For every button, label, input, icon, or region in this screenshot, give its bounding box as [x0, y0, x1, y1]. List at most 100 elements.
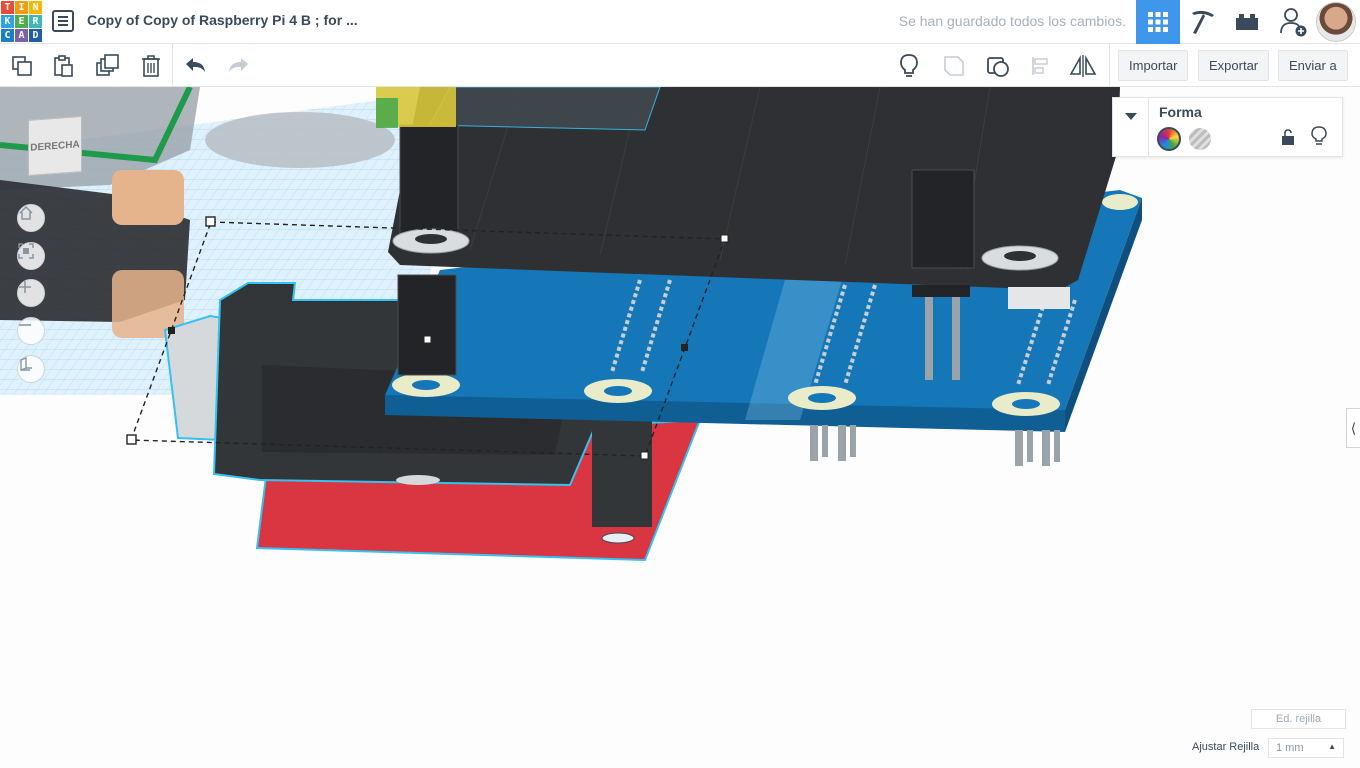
grey-cylinder	[205, 112, 395, 168]
logo-letter: E	[15, 15, 28, 28]
lightbulb-icon	[1311, 126, 1327, 145]
trash-icon	[142, 55, 160, 77]
brick-icon	[1236, 14, 1258, 30]
mirror-button[interactable]	[1069, 52, 1097, 80]
mount-hole	[396, 475, 440, 485]
post	[911, 169, 975, 269]
standoff	[112, 170, 184, 225]
center-handle[interactable]	[168, 327, 175, 334]
edit-grid-button[interactable]: Ed. rejilla	[1251, 709, 1346, 729]
redo-button[interactable]	[224, 52, 252, 80]
logo-letter: K	[1, 15, 14, 28]
send-to-button[interactable]: Enviar a	[1278, 50, 1348, 81]
export-button[interactable]: Exportar	[1198, 50, 1270, 81]
caret-up-icon: ▲	[1328, 742, 1336, 751]
scene-3d[interactable]	[0, 87, 1360, 768]
standoff	[112, 270, 184, 338]
mount-hole	[601, 532, 635, 544]
paste-icon	[54, 55, 73, 77]
post-base	[912, 285, 970, 297]
home-view-button[interactable]	[17, 204, 45, 232]
copy-button[interactable]	[8, 52, 36, 80]
tinkercad-logo[interactable]: T I N K E R C A D	[0, 0, 42, 42]
plus-icon	[19, 281, 31, 293]
white-block	[1008, 287, 1070, 309]
chevron-left-icon: ⟨	[1350, 419, 1357, 436]
logo-letter: C	[1, 29, 14, 42]
edit-toolbar: Importar Exportar Enviar a	[0, 44, 1360, 87]
logo-letter: D	[29, 29, 42, 42]
3d-view-button[interactable]	[1136, 0, 1180, 44]
panel-title: Forma	[1159, 104, 1202, 120]
top-header: T I N K E R C A D Copy of Copy of Raspbe…	[0, 0, 1360, 44]
post	[399, 124, 459, 241]
bricks-button[interactable]	[1225, 0, 1269, 44]
toolbar-divider	[1109, 44, 1110, 87]
user-avatar[interactable]	[1316, 2, 1356, 42]
undo-icon	[186, 58, 205, 72]
logo-letter: T	[1, 1, 14, 14]
expand-shapes-panel-button[interactable]: ⟨	[1346, 408, 1360, 448]
duplicate-icon	[96, 54, 119, 76]
perspective-button[interactable]	[17, 355, 45, 383]
ungroup-button[interactable]	[984, 52, 1012, 80]
blue-board-side	[385, 395, 1065, 432]
group-icon	[944, 56, 964, 76]
logo-letter: I	[15, 1, 28, 14]
selection-box	[130, 221, 726, 457]
component	[376, 98, 398, 128]
toolbar-divider	[172, 44, 173, 87]
hole-button[interactable]	[1189, 128, 1211, 150]
copy-icon	[12, 56, 32, 76]
fit-icon	[18, 243, 34, 259]
post	[397, 274, 457, 376]
snap-grid-select[interactable]: 1 mm ▲	[1268, 738, 1344, 758]
group-button[interactable]	[940, 52, 968, 80]
translucent-panel	[429, 87, 661, 131]
unlock-icon	[1282, 129, 1294, 145]
view-cube[interactable]: DERECHA	[28, 116, 82, 176]
logo-letter: R	[29, 15, 42, 28]
duplicate-button[interactable]	[94, 52, 122, 80]
import-button[interactable]: Importar	[1118, 50, 1189, 81]
snap-grid-value: 1 mm	[1276, 742, 1304, 754]
undo-button[interactable]	[182, 52, 210, 80]
snap-grid-label: Ajustar Rejilla	[1192, 741, 1260, 753]
logo-letter: A	[15, 29, 28, 42]
home-icon	[19, 205, 33, 220]
pin-rows	[610, 279, 1077, 386]
delete-button[interactable]	[137, 52, 165, 80]
hide-button[interactable]	[1311, 126, 1327, 151]
selection-handles[interactable]	[126, 216, 729, 460]
workplane-canvas[interactable]: DERECHA	[0, 87, 1360, 768]
note-button[interactable]	[895, 52, 923, 80]
zoom-in-button[interactable]	[17, 279, 45, 307]
invite-user-button[interactable]	[1271, 0, 1315, 44]
grid-icon	[1148, 12, 1168, 32]
logo-letter: N	[29, 1, 42, 14]
codeblocks-button[interactable]	[1181, 0, 1225, 44]
mirror-icon	[1069, 54, 1097, 77]
bottom-pins	[810, 295, 1060, 466]
redo-icon	[229, 58, 248, 72]
ungroup-icon	[987, 57, 1009, 77]
align-icon	[1032, 57, 1048, 75]
design-list-icon[interactable]	[52, 10, 74, 32]
chevron-down-icon	[1124, 113, 1137, 120]
view-cube-face: DERECHA	[30, 138, 80, 154]
lock-button[interactable]	[1281, 128, 1295, 151]
lid-washers	[392, 228, 1059, 271]
paste-button[interactable]	[50, 52, 78, 80]
zoom-out-button[interactable]	[17, 317, 45, 345]
save-status: Se han guardado todos los cambios.	[898, 13, 1126, 29]
washers	[392, 194, 1138, 416]
document-title[interactable]: Copy of Copy of Raspberry Pi 4 B ; for .…	[87, 12, 358, 28]
align-button[interactable]	[1027, 52, 1055, 80]
center-handle[interactable]	[681, 344, 688, 351]
fit-view-button[interactable]	[17, 242, 45, 270]
pickaxe-icon	[1192, 10, 1214, 34]
solid-color-button[interactable]	[1157, 127, 1181, 151]
collapse-panel-button[interactable]	[1113, 98, 1149, 156]
perspective-icon	[20, 356, 32, 372]
lightbulb-icon	[900, 54, 918, 77]
